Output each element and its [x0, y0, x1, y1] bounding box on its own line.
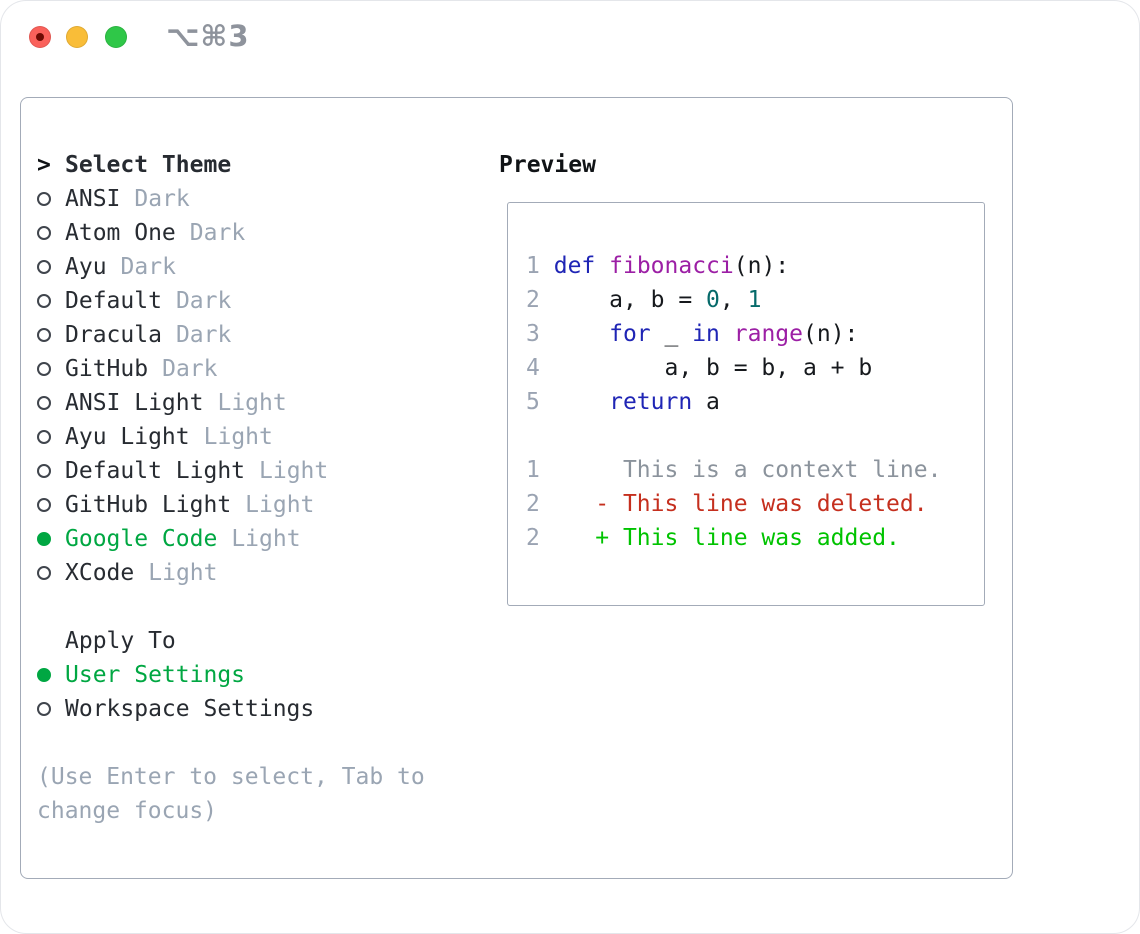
radio-selected-icon [37, 522, 65, 556]
apply-option-user-settings[interactable]: User Settings [37, 658, 425, 692]
line-number: 3 [526, 321, 540, 347]
line-number: 2 [526, 491, 540, 517]
line-number: 5 [526, 389, 540, 415]
line-number: 1 [526, 253, 540, 279]
line-number: 2 [526, 287, 540, 313]
apply-to-header: Apply To [65, 628, 176, 654]
radio-icon [37, 488, 65, 522]
title-bar: ⌥⌘3 [0, 0, 1140, 72]
radio-icon [37, 692, 65, 726]
line-number: 1 [526, 457, 540, 483]
radio-icon [37, 556, 65, 590]
radio-icon [37, 216, 65, 250]
code-line: 4 a, b = b, a + b [526, 355, 873, 381]
code-line: 1 def fibonacci(n): [526, 253, 790, 279]
radio-icon [37, 454, 65, 488]
radio-icon [37, 420, 65, 454]
select-theme-header: > Select Theme [37, 148, 425, 182]
line-number: 4 [526, 355, 540, 381]
preview-header: Preview [499, 152, 596, 178]
preview-pane: Preview 1 def fibonacci(n): 2 a, b = 0, … [499, 148, 985, 606]
code-line: 2 a, b = 0, 1 [526, 287, 762, 313]
cursor-icon: > [37, 152, 51, 178]
radio-icon [37, 386, 65, 420]
radio-icon [37, 250, 65, 284]
keyboard-hint-line2: change focus) [37, 798, 218, 824]
radio-icon [37, 318, 65, 352]
diff-deleted-line: 2 - This line was deleted. [526, 491, 928, 517]
radio-icon [37, 182, 65, 216]
window-shortcut-label: ⌥⌘3 [166, 19, 250, 53]
diff-added-line: 2 + This line was added. [526, 525, 900, 551]
apply-option-workspace-settings[interactable]: Workspace Settings [37, 692, 425, 726]
close-button[interactable] [29, 26, 51, 48]
select-theme-title: Select Theme [65, 152, 232, 178]
preview-box: 1 def fibonacci(n): 2 a, b = 0, 1 3 for … [507, 202, 985, 606]
line-number: 2 [526, 525, 540, 551]
radio-selected-icon [37, 658, 65, 692]
diff-context-line: 1 This is a context line. [526, 457, 942, 483]
code-line: 5 return a [526, 389, 720, 415]
code-line: 3 for _ in range(n): [526, 321, 859, 347]
keyboard-hint-line1: (Use Enter to select, Tab to [37, 764, 425, 790]
minimize-button[interactable] [66, 26, 88, 48]
maximize-button[interactable] [105, 26, 127, 48]
radio-icon [37, 352, 65, 386]
unsaved-dot-icon [36, 33, 44, 41]
radio-icon [37, 284, 65, 318]
